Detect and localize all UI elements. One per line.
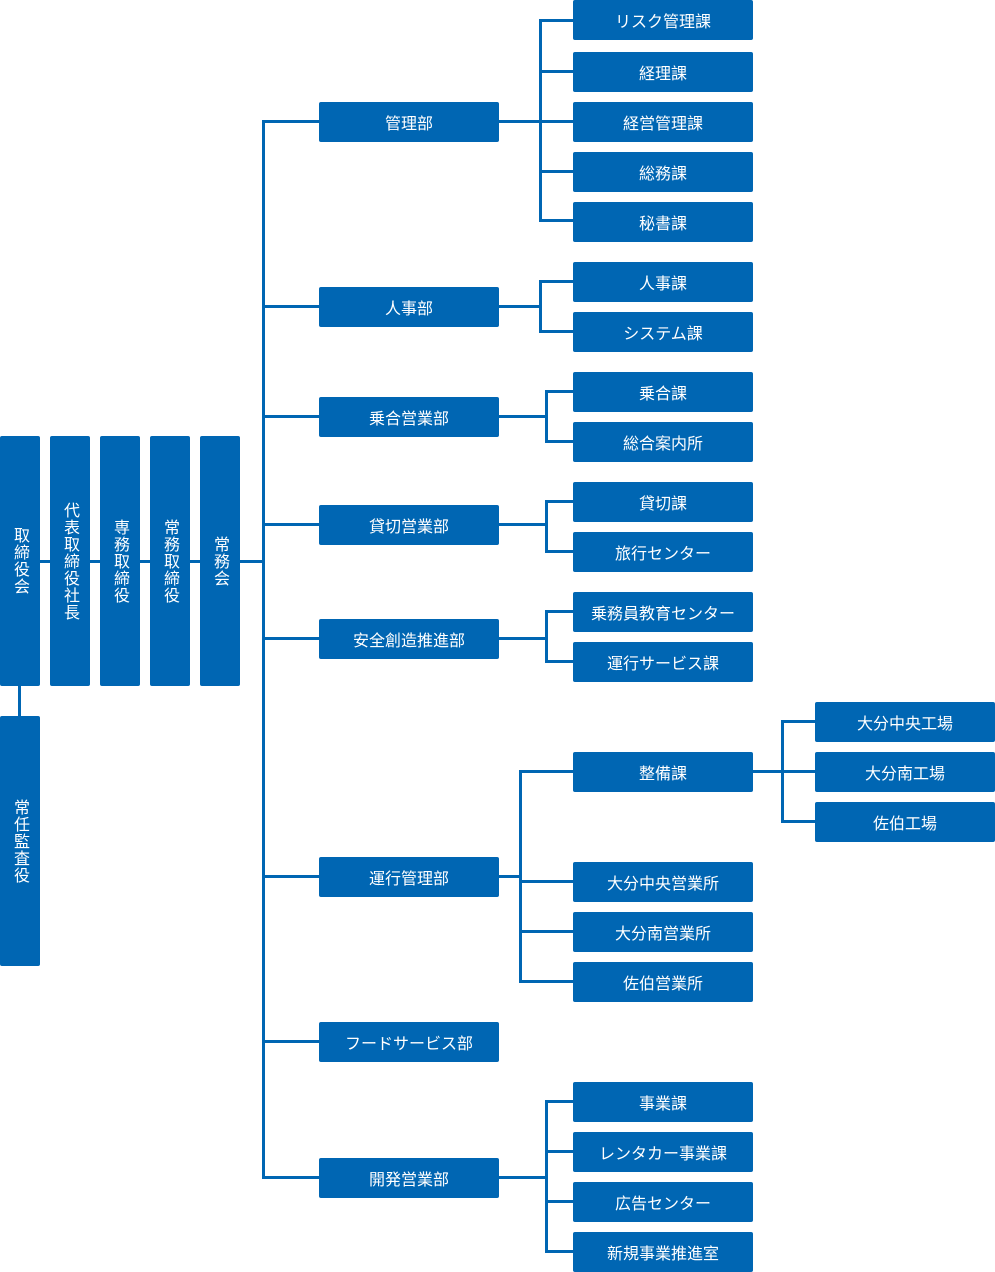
connector-line (499, 523, 548, 526)
connector-line (539, 280, 573, 283)
connector-line (545, 550, 573, 553)
connector-line (545, 610, 573, 613)
auditor-box: 常任監査役 (0, 716, 40, 966)
section-box: 整備課 (573, 752, 753, 792)
connector-line (545, 1100, 548, 1253)
connector-line (781, 770, 815, 773)
connector-line (262, 637, 319, 640)
connector-line (539, 219, 573, 222)
connector-line (539, 280, 542, 333)
connector-line (545, 390, 573, 393)
connector-line (499, 305, 541, 308)
dept-jinji-box: 人事部 (319, 287, 499, 327)
connector-line (545, 1250, 573, 1253)
workshop-box: 大分中央工場 (815, 702, 995, 742)
connector-line (18, 686, 21, 716)
connector-line (262, 1176, 319, 1179)
section-box: 乗合課 (573, 372, 753, 412)
dept-food-box: フードサービス部 (319, 1022, 499, 1062)
connector-line (545, 500, 548, 553)
section-box: リスク管理課 (573, 0, 753, 40)
managing-director-box: 常務取締役 (150, 436, 190, 686)
connector-line (499, 875, 521, 878)
dept-kaihatsu-box: 開発営業部 (319, 1158, 499, 1198)
connector-line (262, 120, 265, 1178)
president-box: 代表取締役社長 (50, 436, 90, 686)
connector-line (781, 720, 815, 723)
connector-line (499, 1176, 548, 1179)
section-box: 大分中央営業所 (573, 862, 753, 902)
section-box: 旅行センター (573, 532, 753, 572)
connector-line (539, 19, 573, 22)
connector-line (262, 1040, 319, 1043)
connector-line (753, 770, 784, 773)
connector-line (545, 390, 548, 443)
connector-line (545, 1100, 573, 1103)
connector-line (545, 1150, 573, 1153)
workshop-box: 大分南工場 (815, 752, 995, 792)
connector-line (262, 523, 319, 526)
section-box: 秘書課 (573, 202, 753, 242)
connector-line (519, 930, 573, 933)
connector-line (519, 770, 522, 983)
connector-line (545, 500, 573, 503)
section-box: 経営管理課 (573, 102, 753, 142)
connector-line (262, 415, 319, 418)
section-box: レンタカー事業課 (573, 1132, 753, 1172)
connector-line (539, 120, 573, 123)
connector-line (499, 120, 541, 123)
section-box: 人事課 (573, 262, 753, 302)
connector-line (519, 770, 573, 773)
connector-line (545, 1200, 573, 1203)
section-box: 乗務員教育センター (573, 592, 753, 632)
section-box: 総務課 (573, 152, 753, 192)
section-box: 広告センター (573, 1182, 753, 1222)
connector-line (262, 875, 319, 878)
section-box: システム課 (573, 312, 753, 352)
connector-line (781, 820, 815, 823)
connector-line (539, 70, 573, 73)
section-box: 総合案内所 (573, 422, 753, 462)
connector-line (519, 980, 573, 983)
senior-managing-director-box: 専務取締役 (100, 436, 140, 686)
connector-line (519, 880, 573, 883)
section-box: 大分南営業所 (573, 912, 753, 952)
section-box: 経理課 (573, 52, 753, 92)
connector-line (545, 610, 548, 663)
connector-line (539, 330, 573, 333)
connector-line (539, 170, 573, 173)
section-box: 運行サービス課 (573, 642, 753, 682)
dept-kashikiri-box: 貸切営業部 (319, 505, 499, 545)
dept-unko-box: 運行管理部 (319, 857, 499, 897)
managing-committee-box: 常務会 (200, 436, 240, 686)
connector-line (262, 305, 319, 308)
dept-anzen-box: 安全創造推進部 (319, 619, 499, 659)
connector-line (545, 440, 573, 443)
section-box: 貸切課 (573, 482, 753, 522)
board-box: 取締役会 (0, 436, 40, 686)
dept-kanri-box: 管理部 (319, 102, 499, 142)
workshop-box: 佐伯工場 (815, 802, 995, 842)
section-box: 事業課 (573, 1082, 753, 1122)
connector-line (499, 637, 548, 640)
connector-line (545, 660, 573, 663)
connector-line (499, 415, 548, 418)
section-box: 新規事業推進室 (573, 1232, 753, 1272)
connector-line (262, 120, 319, 123)
dept-noriai-box: 乗合営業部 (319, 397, 499, 437)
section-box: 佐伯営業所 (573, 962, 753, 1002)
